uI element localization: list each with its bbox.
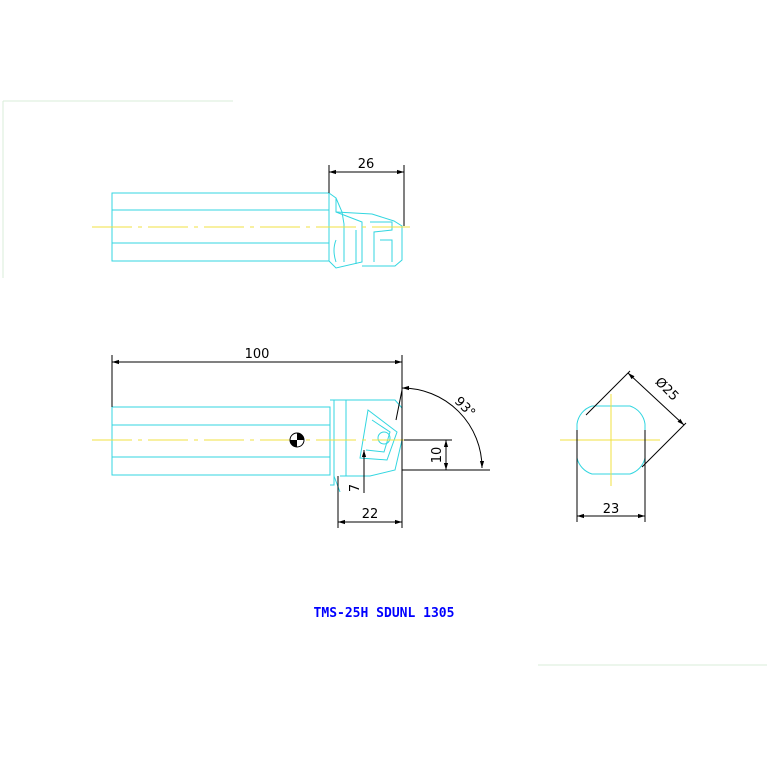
side-view-head [330, 399, 403, 493]
dimension-total-length [111, 355, 403, 407]
side-view: 100 93° 10 7 22 [92, 347, 490, 528]
dim-offset-10-label: 10 [430, 447, 445, 464]
dim-head-length-label: 26 [358, 157, 375, 172]
dim-total-length-label: 100 [245, 347, 270, 362]
dim-head-width-label: 22 [362, 507, 379, 522]
drawing-title: TMS-25H SDUNL 1305 [314, 606, 455, 621]
dimension-offset-10 [404, 439, 452, 470]
center-of-mass-symbol [289, 432, 305, 448]
dimension-head-width [337, 476, 403, 528]
dim-diameter-label: Ø25 [652, 375, 682, 405]
top-view-head [328, 192, 403, 269]
dimension-head-length [328, 165, 405, 226]
dimension-diameter [585, 370, 687, 468]
dim-flat-width-label: 23 [603, 502, 620, 517]
dim-approach-angle-label: 93° [451, 394, 478, 421]
dim-offset-7-label: 7 [348, 484, 363, 492]
side-view-shank [111, 406, 331, 476]
dimension-flat-width [576, 430, 646, 522]
sheet-frame [2, 100, 767, 666]
top-view: 26 [92, 157, 410, 269]
end-view: Ø25 23 [560, 370, 687, 522]
